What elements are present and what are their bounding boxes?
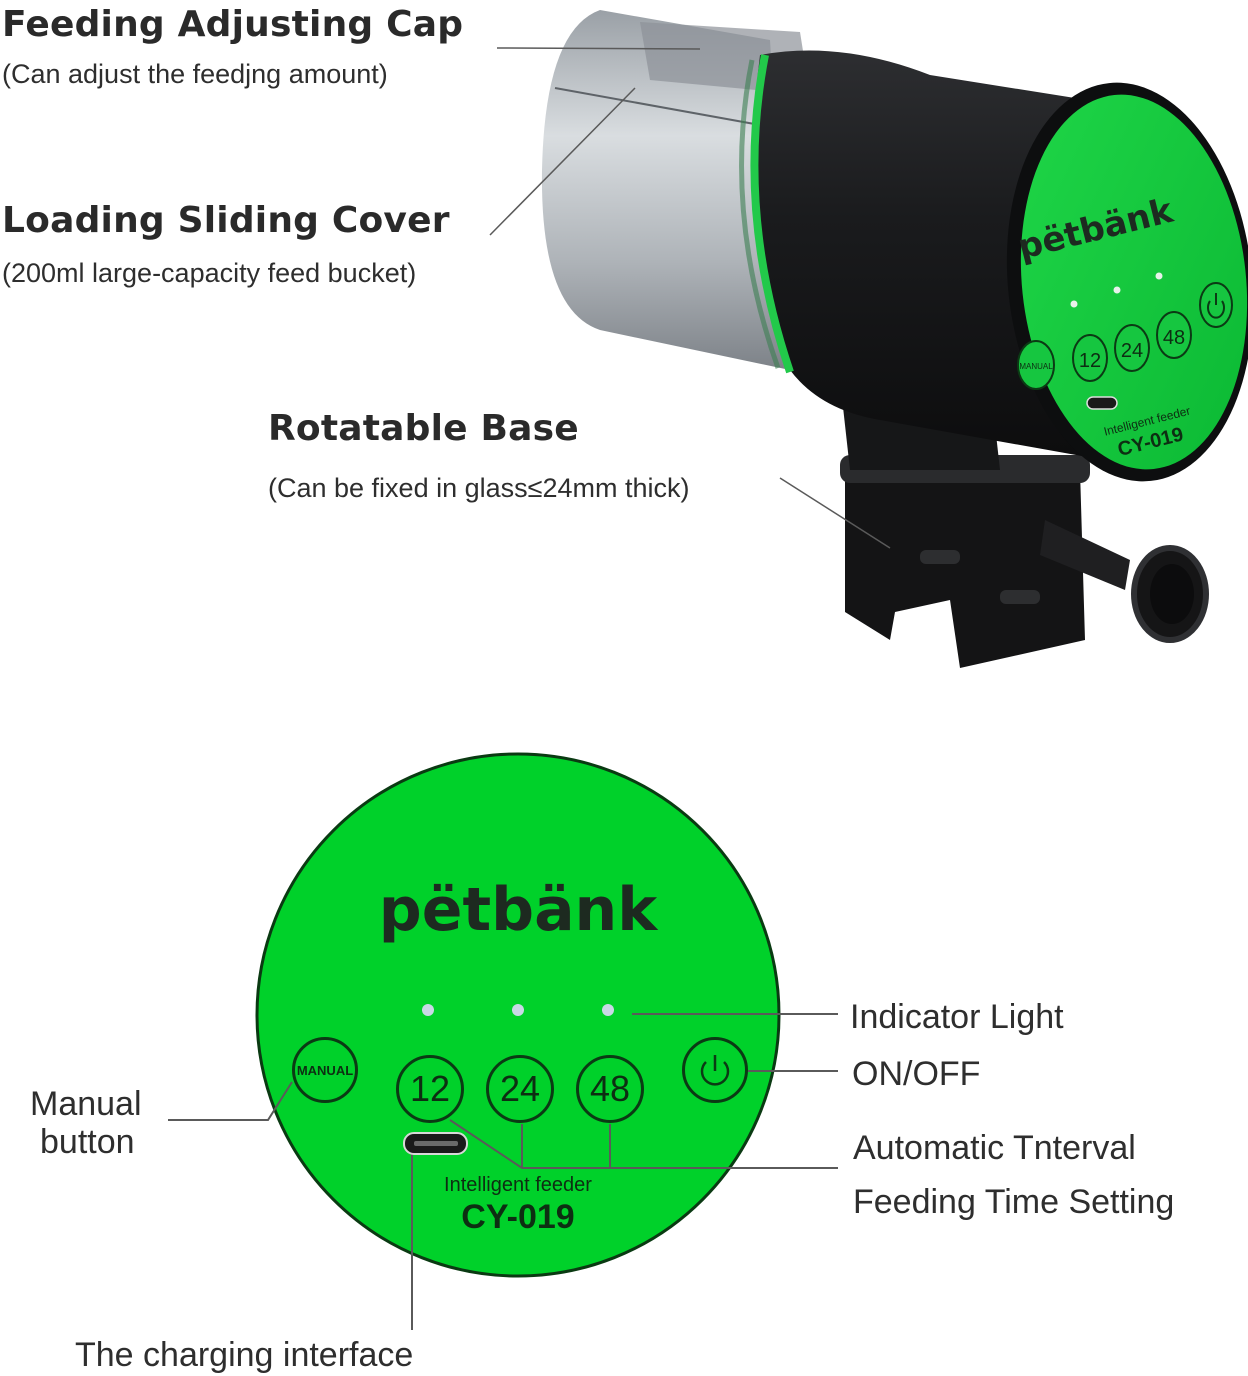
leader-line-cap bbox=[496, 47, 701, 50]
leader-line-manual bbox=[168, 1081, 293, 1121]
interval-48-button[interactable]: 48 bbox=[576, 1055, 644, 1123]
manual-button-label: MANUAL bbox=[296, 1062, 354, 1078]
svg-text:24: 24 bbox=[1121, 340, 1143, 362]
feeder-product-illustration: pëtbänk MANUAL 12 24 48 Intelligent feed… bbox=[489, 10, 1248, 668]
indicator-light-3 bbox=[602, 1004, 614, 1016]
leader-line-base bbox=[779, 477, 891, 549]
label-interval-line1: Automatic Tnterval bbox=[853, 1129, 1136, 1167]
callout-title-sliding-cover: Loading Sliding Cover bbox=[2, 200, 450, 241]
callout-sub-sliding-cover: (200ml large-capacity feed bucket) bbox=[2, 258, 417, 288]
svg-text:MANUAL: MANUAL bbox=[1019, 362, 1053, 371]
model-caption: Intelligent feeder bbox=[444, 1174, 592, 1196]
indicator-light-1 bbox=[422, 1004, 434, 1016]
manual-button[interactable]: MANUAL bbox=[292, 1037, 358, 1103]
callout-title-feeding-cap: Feeding Adjusting Cap bbox=[2, 4, 464, 45]
label-interval-line2: Feeding Time Setting bbox=[853, 1183, 1175, 1221]
indicator-light-2 bbox=[512, 1004, 524, 1016]
callout-sub-rotatable-base: (Can be fixed in glass≤24mm thick) bbox=[268, 473, 690, 503]
power-icon bbox=[700, 1055, 730, 1086]
callout-sub-feeding-cap: (Can adjust the feedjng amount) bbox=[2, 59, 388, 89]
control-panel-angled: pëtbänk MANUAL 12 24 48 Intelligent feed… bbox=[1006, 82, 1248, 482]
feed-hopper bbox=[541, 10, 810, 370]
interval-24-label: 24 bbox=[499, 1068, 541, 1109]
svg-text:48: 48 bbox=[1163, 327, 1185, 349]
label-on-off: ON/OFF bbox=[852, 1055, 981, 1093]
interval-12-label: 12 bbox=[409, 1068, 451, 1109]
brand-logo: pëtbänk bbox=[379, 875, 659, 945]
label-indicator-light: Indicator Light bbox=[850, 998, 1064, 1036]
label-manual-line2: button bbox=[40, 1123, 135, 1161]
leader-line-cover bbox=[489, 87, 636, 236]
power-button[interactable] bbox=[682, 1037, 748, 1103]
interval-24-button[interactable]: 24 bbox=[486, 1055, 554, 1123]
interval-12-button[interactable]: 12 bbox=[396, 1055, 464, 1123]
callout-title-rotatable-base: Rotatable Base bbox=[268, 408, 579, 449]
label-manual-line1: Manual bbox=[30, 1085, 142, 1123]
label-charging-interface: The charging interface bbox=[75, 1336, 414, 1374]
svg-text:12: 12 bbox=[1079, 350, 1101, 372]
interval-48-label: 48 bbox=[589, 1068, 631, 1109]
model-number: CY-019 bbox=[461, 1198, 574, 1236]
